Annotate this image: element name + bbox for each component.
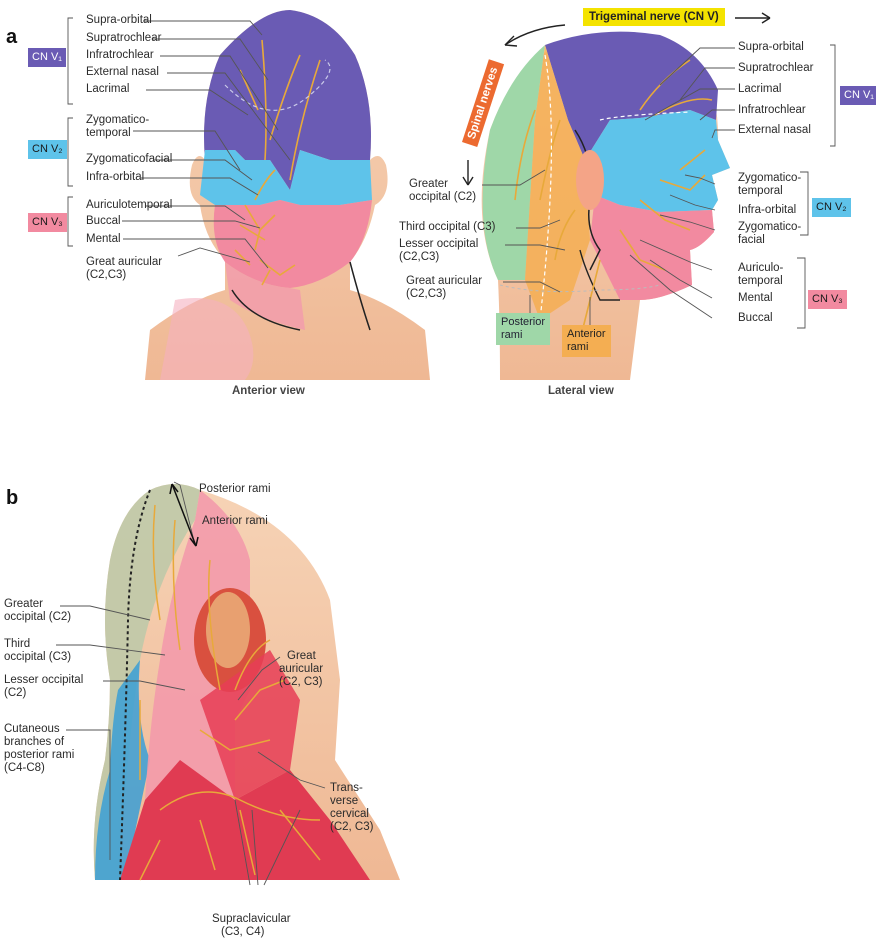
lat-label-mental: Mental — [738, 292, 773, 305]
b-label-auricular-spinal: (C2, C3) — [279, 676, 322, 689]
lat-label-greater: Greater — [409, 178, 448, 191]
b-label-cervical: cervical — [330, 808, 369, 821]
posterior-rami-line-2: rami — [501, 329, 545, 342]
lat-label-temporal-2: temporal — [738, 275, 783, 288]
panel-b-letter: b — [6, 487, 18, 510]
b-label-posterior-rami-2: posterior rami — [4, 749, 74, 762]
badge-cn-v3-anterior: CN V₃ — [28, 213, 67, 232]
b-label-lesser-occipital: Lesser occipital — [4, 674, 83, 687]
posterior-rami-box: Posterior rami — [496, 313, 550, 345]
lat-label-infratrochlear: Infratrochlear — [738, 104, 806, 117]
b-label-branches-of: branches of — [4, 736, 64, 749]
lat-label-third-occipital: Third occipital (C3) — [399, 221, 496, 234]
b-label-cervical-spinal: (C2, C3) — [330, 821, 373, 834]
lat-label-occipital-c2: occipital (C2) — [409, 191, 476, 204]
b-label-occipital-c3: occipital (C3) — [4, 651, 71, 664]
label-zygomaticofacial: Zygomaticofacial — [86, 153, 172, 166]
posterior-rami-line-1: Posterior — [501, 316, 545, 329]
b-label-third: Third — [4, 638, 30, 651]
b-label-c4-c8: (C4-C8) — [4, 762, 45, 775]
label-infratrochlear: Infratrochlear — [86, 49, 154, 62]
lat-label-lacrimal: Lacrimal — [738, 83, 781, 96]
badge-cn-v2-lateral: CN V₂ — [812, 198, 851, 217]
lat-label-great-auricular-spinal: (C2,C3) — [406, 288, 446, 301]
label-mental: Mental — [86, 233, 121, 246]
b-label-cutaneous: Cutaneous — [4, 723, 60, 736]
b-label-verse: verse — [330, 795, 358, 808]
badge-cn-v1-lateral: CN V₁ — [840, 86, 876, 105]
lat-label-great-auricular: Great auricular — [406, 275, 482, 288]
badge-cn-v3-lateral: CN V₃ — [808, 290, 847, 309]
trigeminal-banner: Trigeminal nerve (CN V) — [583, 8, 725, 26]
caption-anterior-view: Anterior view — [232, 385, 305, 397]
lat-label-supra-orbital: Supra-orbital — [738, 41, 804, 54]
lat-label-zygomatico: Zygomatico- — [738, 172, 801, 185]
lat-label-lesser-occipital-spinal: (C2,C3) — [399, 251, 439, 264]
lat-label-zygomatico-2: Zygomatico- — [738, 221, 801, 234]
label-auriculotemporal: Auriculotemporal — [86, 199, 172, 212]
label-supratrochlear: Supratrochlear — [86, 32, 161, 45]
b-label-greater: Greater — [4, 598, 43, 611]
anterior-rami-line-1: Anterior — [567, 328, 606, 341]
label-buccal: Buccal — [86, 215, 121, 228]
badge-cn-v2-anterior: CN V₂ — [28, 140, 67, 159]
label-infra-orbital: Infra-orbital — [86, 171, 144, 184]
b-label-supraclavicular: Supraclavicular — [212, 913, 291, 926]
lat-label-lesser-occipital: Lesser occipital — [399, 238, 478, 251]
label-zygomatico: Zygomatico- — [86, 114, 149, 127]
label-lacrimal: Lacrimal — [86, 83, 129, 96]
label-temporal: temporal — [86, 127, 131, 140]
lat-label-temporal: temporal — [738, 185, 783, 198]
label-external-nasal: External nasal — [86, 66, 159, 79]
label-supra-orbital: Supra-orbital — [86, 14, 152, 27]
lat-label-infra-orbital: Infra-orbital — [738, 204, 796, 217]
b-label-supraclavicular-spinal: (C3, C4) — [221, 926, 264, 939]
b-label-trans: Trans- — [330, 782, 363, 795]
lat-label-facial: facial — [738, 234, 765, 247]
anterior-rami-line-2: rami — [567, 341, 606, 354]
anterior-head — [145, 10, 430, 380]
label-great-auricular: Great auricular — [86, 256, 162, 269]
b-label-anterior-rami: Anterior rami — [202, 515, 268, 528]
lat-label-external-nasal: External nasal — [738, 124, 811, 137]
b-label-auricular: auricular — [279, 663, 323, 676]
caption-lateral-view: Lateral view — [548, 385, 614, 397]
label-great-auricular-spinal: (C2,C3) — [86, 269, 126, 282]
badge-cn-v1-anterior: CN V₁ — [28, 48, 66, 67]
anterior-rami-box: Anterior rami — [562, 325, 611, 357]
b-label-posterior-rami: Posterior rami — [199, 483, 271, 496]
lat-label-supratrochlear: Supratrochlear — [738, 62, 813, 75]
b-label-occipital-c2: occipital (C2) — [4, 611, 71, 624]
lat-label-auriculo: Auriculo- — [738, 262, 783, 275]
b-label-lesser-c2: (C2) — [4, 687, 26, 700]
lat-label-buccal: Buccal — [738, 312, 773, 325]
b-label-great: Great — [287, 650, 316, 663]
